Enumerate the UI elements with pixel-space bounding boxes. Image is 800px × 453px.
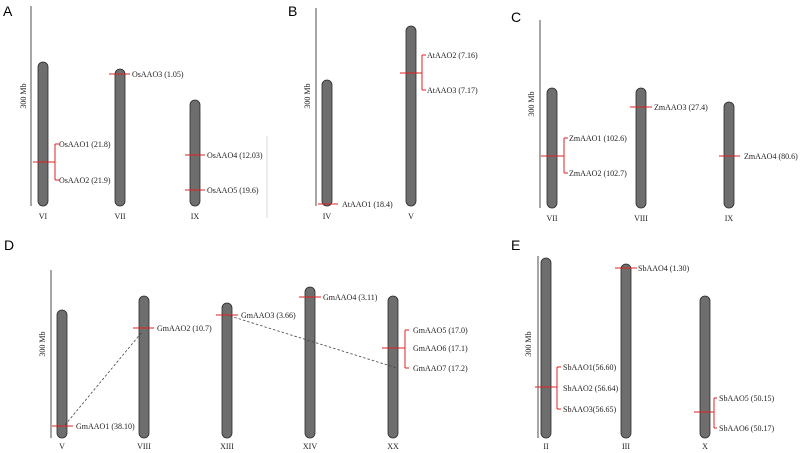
gene-label-gmaao3: GmAAO3 (3.66) — [241, 311, 296, 320]
scale-label-e: 300 Mb — [524, 331, 533, 356]
gene-label-sbaao1: SbAAO1(56.60) — [563, 363, 616, 372]
chromosome-xiv — [304, 286, 316, 439]
panel-letter-d: D — [4, 237, 14, 253]
panel-b: B 300 Mb IV V AtAAO1 (18.4) AtAAO2 (7.16… — [288, 3, 478, 221]
gene-label-gmaao7: GmAAO7 (17.2) — [413, 364, 468, 373]
chromosome-label-xiii: XIII — [220, 442, 234, 451]
chromosome-label-ii: II — [543, 442, 549, 451]
gene-label-gmaao1: GmAAO1 (38.10) — [76, 422, 135, 431]
gene-label-sbaao2: SbAAO2 (56.64) — [563, 384, 618, 393]
scale-label-a: 300 Mb — [19, 83, 28, 108]
scale-label-c: 300 Mb — [527, 91, 536, 116]
scale-label-b: 300 Mb — [303, 83, 312, 108]
panel-letter-e: E — [511, 237, 520, 253]
chromosome-label-ix: IX — [191, 212, 200, 221]
chromosome-v — [56, 309, 68, 439]
panel-letter-b: B — [288, 3, 297, 19]
chromosome-label-xiv: XIV — [303, 442, 317, 451]
gene-label-sbaao6: SbAAO6 (50.17) — [719, 424, 774, 433]
gene-label-gmaao2: GmAAO2 (10.7) — [157, 324, 212, 333]
chromosome-xiii — [221, 302, 233, 439]
chromosome-vii — [114, 68, 126, 207]
chromosome-ii — [540, 257, 552, 439]
panel-c: C 300 Mb VII VIII IX ZmAAO1 (102.6) ZmAA… — [511, 9, 798, 223]
chromosome-label-x: X — [702, 442, 708, 451]
gene-label-zmaao4: ZmAAO4 (80.6) — [744, 152, 798, 161]
gene-label-ataao2: AtAAO2 (7.16) — [427, 51, 478, 60]
chromosome-label-xx: XX — [387, 442, 399, 451]
gene-label-ataao1: AtAAO1 (18.4) — [342, 200, 393, 209]
panel-e: E 300 Mb II III X SbAAO4 (1.30) SbAAO1(5… — [511, 237, 774, 451]
chromosome-ix — [189, 99, 201, 207]
gene-marker-ataao2-ataao3 — [400, 54, 426, 91]
chromosome-label-iii: III — [622, 442, 630, 451]
gene-label-ataao3: AtAAO3 (7.17) — [427, 86, 478, 95]
chromosome-label-viii: VIII — [634, 214, 648, 223]
gene-label-osaao1: OsAAO1 (21.8) — [59, 140, 111, 149]
gene-marker-sbaao5-sbaao6 — [694, 397, 717, 429]
chromosome-label-v: V — [408, 212, 414, 221]
chromosome-label-vii: VII — [546, 214, 557, 223]
gene-label-sbaao5: SbAAO5 (50.15) — [719, 394, 774, 403]
chromosome-vi — [37, 61, 49, 207]
duplication-link-gmaao1-gmaao2 — [64, 331, 143, 426]
chromosome-label-vi: VI — [39, 212, 48, 221]
gene-label-gmaao4: GmAAO4 (3.11) — [323, 293, 378, 302]
panel-d: D 300 Mb V VIII XIII XIV XX GmAAO1 (38.1… — [4, 237, 468, 451]
gene-label-gmaao6: GmAAO6 (17.1) — [413, 344, 468, 353]
chromosome-label-v: V — [59, 442, 65, 451]
gene-label-gmaao5: GmAAO5 (17.0) — [413, 326, 468, 335]
chromosome-label-ix: IX — [725, 214, 734, 223]
panel-letter-c: C — [511, 9, 521, 25]
gene-marker-sbaao1-sbaao2-sbaao3 — [535, 366, 561, 410]
chromosome-iv — [321, 79, 333, 207]
panel-letter-a: A — [3, 3, 13, 19]
chromosome-viii — [635, 87, 647, 209]
scale-label-d: 300 Mb — [38, 331, 47, 356]
gene-label-zmaao3: ZmAAO3 (27.4) — [654, 103, 708, 112]
gene-label-osaao4: OsAAO4 (12.03) — [207, 151, 263, 160]
gene-label-sbaao4: SbAAO4 (1.30) — [638, 264, 689, 273]
chromosome-xx — [387, 295, 399, 439]
chromosome-label-viii: VIII — [137, 442, 151, 451]
chromosome-vii — [546, 87, 558, 209]
panel-a: A 300 Mb VI VII IX OsAAO1 (21.8) OsAAO2 … — [3, 3, 268, 221]
chromosome-label-iv: IV — [323, 212, 332, 221]
gene-marker-gmaao5-gmaao6-gmaao7 — [382, 329, 409, 369]
chromosome-viii — [138, 295, 150, 439]
gene-label-zmaao2: ZmAAO2 (102.7) — [569, 169, 627, 178]
gene-label-osaao5: OsAAO5 (19.6) — [207, 186, 259, 195]
gene-label-zmaao1: ZmAAO1 (102.6) — [569, 134, 627, 143]
chromosome-iii — [620, 263, 632, 439]
chromosome-v — [405, 25, 417, 207]
chromosome-x — [699, 295, 711, 439]
chromosome-ix — [723, 101, 735, 209]
gene-label-osaao2: OsAAO2 (21.9) — [59, 176, 111, 185]
gene-marker-osaao1-osaao2 — [33, 143, 59, 181]
gene-label-osaao3: OsAAO3 (1.05) — [132, 70, 184, 79]
duplication-link-gmaao3-gmaao7 — [229, 315, 398, 369]
gene-label-sbaao3: SbAAO3(56.65) — [563, 405, 616, 414]
gene-marker-zmaao1-zmaao2 — [541, 137, 568, 174]
chromosome-label-vii: VII — [114, 212, 125, 221]
